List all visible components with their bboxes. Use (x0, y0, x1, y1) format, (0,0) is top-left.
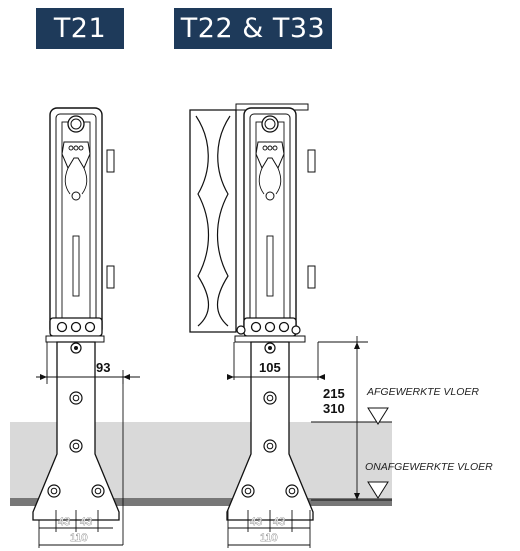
dimension-215: 215 (323, 386, 345, 401)
dimension-43-right-t22: 43 (273, 516, 285, 528)
dimension-43-left-t22: 43 (250, 516, 262, 528)
dimension-310: 310 (323, 401, 345, 416)
t21-radiator-side-view (45, 107, 115, 343)
unfinished-floor-level-marker (367, 481, 389, 499)
unfinished-floor-label: ONAFGEWERKTE VLOER (365, 461, 493, 473)
dimension-43-left-t21: 43 (58, 516, 70, 528)
dimension-43-right-t21: 43 (80, 516, 92, 528)
type-badge-t22-t33: T22 & T33 (174, 8, 332, 49)
finished-floor-label: AFGEWERKTE VLOER (366, 386, 479, 398)
dimension-110-t22: 110 (260, 532, 278, 544)
dimension-110-t21: 110 (70, 532, 88, 544)
dimension-93: 93 (96, 360, 110, 375)
floor-base-band (10, 498, 392, 506)
finished-floor-level-marker (367, 407, 389, 425)
t22-t33-radiator-side-view (189, 103, 316, 343)
dimension-105: 105 (259, 360, 281, 375)
type-badge-t21: T21 (36, 8, 124, 49)
